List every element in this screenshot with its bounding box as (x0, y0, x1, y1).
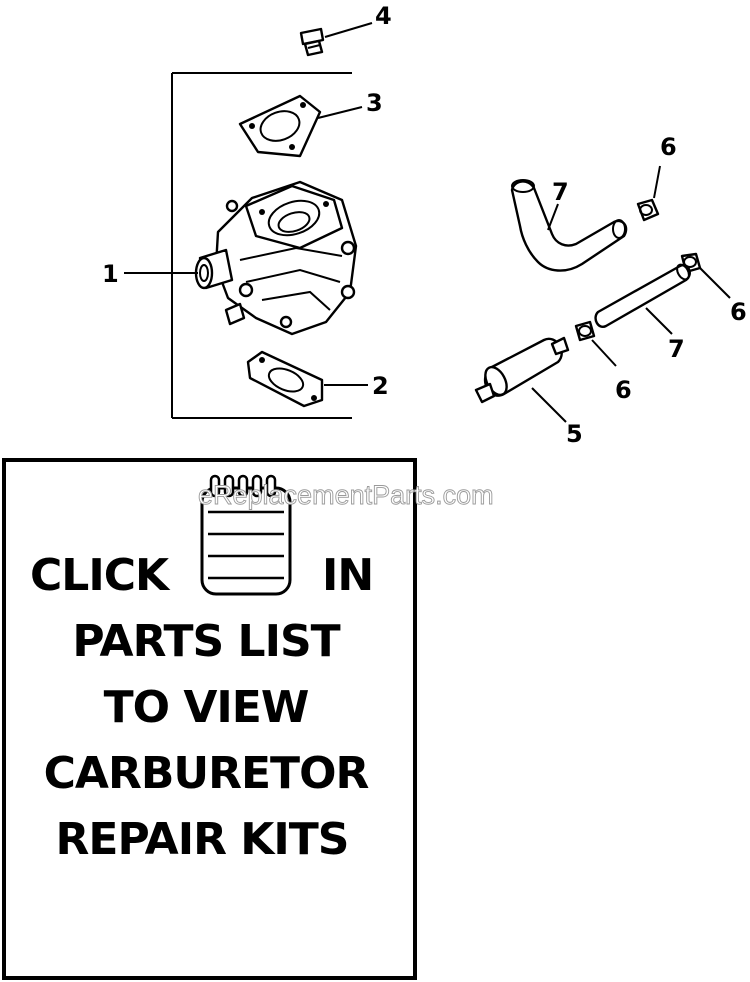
callout-5[interactable]: 5 (566, 420, 583, 448)
fuel-filter-part-5[interactable] (474, 336, 570, 404)
notice-line-5: REPAIR KITS (56, 814, 349, 865)
callout-2[interactable]: 2 (372, 372, 389, 400)
leader-3 (317, 106, 363, 119)
leader-4 (324, 22, 373, 38)
carburetor-part-1[interactable] (194, 180, 358, 336)
screw-part-4[interactable] (299, 27, 325, 57)
notice-line-1-right: IN (322, 550, 373, 601)
callout-4[interactable]: 4 (375, 2, 392, 30)
repair-kit-notice: CLICK IN PARTS LIST TO VIEW CARBURETOR R… (2, 458, 417, 980)
callout-1[interactable]: 1 (102, 260, 119, 288)
notice-line-2: PARTS LIST (72, 616, 340, 667)
notice-line-3: TO VIEW (104, 682, 309, 733)
leader-7-lower (645, 307, 673, 335)
callout-6-right[interactable]: 6 (730, 298, 747, 326)
gasket-part-3[interactable] (238, 94, 322, 158)
callout-6-lower[interactable]: 6 (615, 376, 632, 404)
leader-5 (531, 387, 567, 423)
leader-6-lower (591, 339, 617, 367)
callout-7-lower[interactable]: 7 (668, 335, 685, 363)
callout-7-upper[interactable]: 7 (552, 178, 569, 206)
hose-clamp-part-6-top[interactable] (636, 198, 660, 222)
gasket-part-2[interactable] (246, 350, 324, 408)
assembly-bracket (171, 72, 352, 419)
callout-6-top[interactable]: 6 (660, 133, 677, 161)
leader-6-right (699, 267, 731, 299)
fuel-hose-part-7-lower[interactable] (594, 263, 692, 328)
leader-7-upper (547, 203, 559, 231)
notice-line-4: CARBURETOR (44, 748, 369, 799)
leader-6-top (653, 165, 661, 199)
hose-clamp-part-6-lower[interactable] (574, 320, 596, 342)
watermark: eReplacementParts.com (198, 480, 494, 510)
parts-list-icon[interactable] (200, 474, 292, 596)
notice-line-1-left: CLICK (30, 550, 171, 601)
fuel-hose-part-7-upper[interactable] (510, 179, 628, 272)
callout-3[interactable]: 3 (366, 89, 383, 117)
